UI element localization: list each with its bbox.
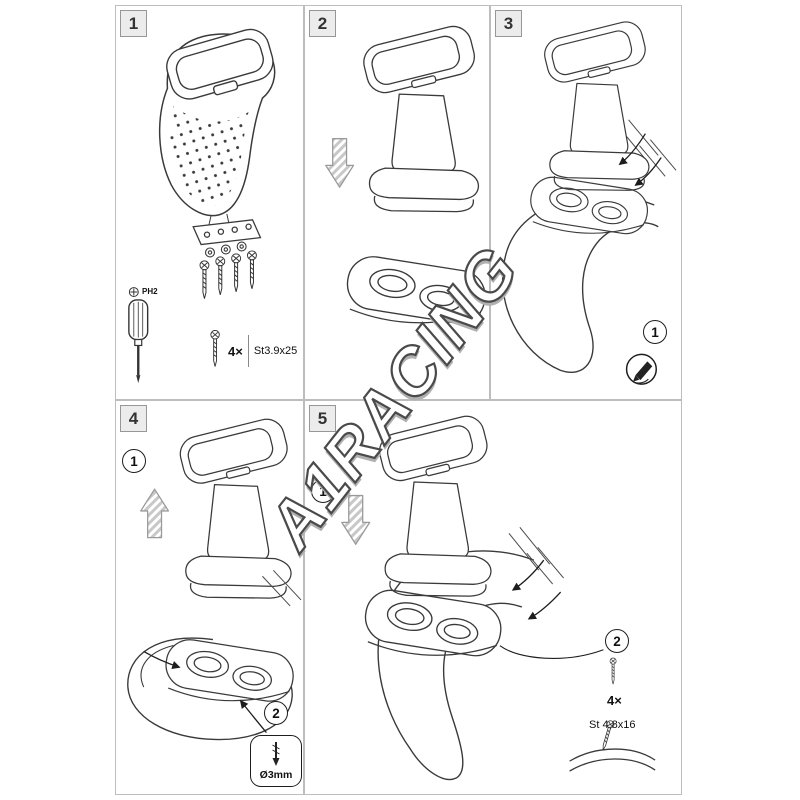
emphasis-lines [262,569,302,607]
mounting-bracket-illustration [361,586,506,660]
drill-arrows [143,650,267,733]
screw-icon [609,657,617,685]
step-2-artwork [325,21,489,328]
screw-size-label: St3.9x25 [253,345,298,357]
screw-qty-label: 4× [228,343,243,359]
step-3-number-badge: 3 [495,10,522,37]
drill-spec-box: Ø3mm [250,735,302,787]
step-1-artwork [128,28,276,384]
screw-size-label: St 4,8x16 [589,719,636,731]
insert-arrow-down-icon [325,138,355,188]
panel-step-4: 4 1 2 Ø3mm [115,400,304,795]
screw-into-panel [569,748,656,772]
callout-1: 1 [643,320,667,344]
mounting-bracket-illustration [162,635,298,706]
screw-icon [199,260,210,300]
drill-diameter-label: Ø3mm [259,769,293,781]
callout-1: 1 [311,479,335,503]
step-5-artwork [341,411,656,781]
emphasis-lines [508,527,565,585]
screw-spec-group: 4× St3.9x25 [210,330,297,372]
step-3-artwork [501,17,677,385]
callout-leader [499,645,604,659]
screw-icon [215,256,226,296]
step-5-number-badge: 5 [309,405,336,432]
console-outline [377,550,535,781]
armrest-illustration [359,21,480,213]
perforation-dots [170,106,249,206]
panel-step-5: 5 1 2 4× St 4,8x16 [304,400,682,795]
armrest-illustration [375,411,492,597]
screw-icon [247,250,257,290]
place-arrow-down-icon [341,494,371,545]
drill-bit-icon [272,742,280,766]
callout-1: 1 [122,449,146,473]
marker-icon [625,353,658,385]
divider-line [247,335,249,367]
step-4-artwork [127,414,302,741]
step-1-number-badge: 1 [120,10,147,37]
screw-icon [231,253,242,293]
position-arrows [618,133,662,186]
callout-2: 2 [264,701,288,725]
panel-step-2: 2 [304,5,490,400]
panel-step-3: 3 1 [490,5,682,400]
panel-step-1: 1 [115,5,304,400]
guide-loop-inner [140,644,174,688]
mounting-bracket-illustration [527,173,652,238]
position-arrows [511,559,562,620]
armrest-illustration [540,17,650,191]
screwdriver-icon [128,287,149,384]
mounting-bracket-illustration [343,252,489,328]
screw-qty-label: 4× [607,693,622,708]
callout-2: 2 [605,629,629,653]
screw-icon [210,330,220,368]
mounting-plate-illustration [192,213,262,246]
step-4-number-badge: 4 [120,405,147,432]
armrest-lid [166,28,274,100]
step-2-number-badge: 2 [309,10,336,37]
screwdriver-size-label: PH2 [142,287,158,296]
washer-icons [204,241,247,258]
remove-arrow-up-icon [140,488,170,539]
